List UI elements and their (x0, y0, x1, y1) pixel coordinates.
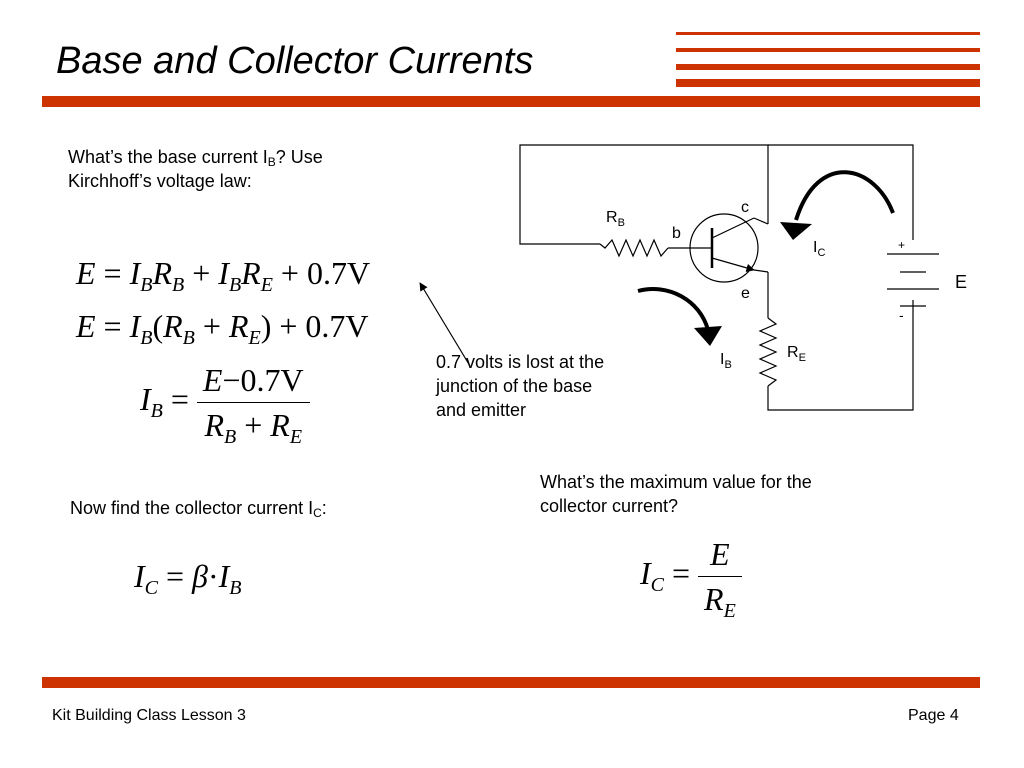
base-terminal-label: b (672, 225, 681, 242)
collector-current-question: Now find the collector current IC: (70, 498, 327, 520)
slide-title: Base and Collector Currents (56, 40, 534, 82)
q1-line1-pre: What’s the base current I (68, 147, 268, 167)
header-rule (42, 96, 980, 107)
base-current-arrow (637, 287, 710, 331)
equation-factored: E = IB(RB + RE) + 0.7V (76, 308, 369, 349)
max-collector-question: What’s the maximum value for the collect… (540, 472, 812, 516)
ib-label: IB (720, 351, 732, 371)
equation-kvl: E = IBRB + IBRE + 0.7V (76, 255, 371, 296)
fraction: E−0.7V RB + RE (196, 362, 310, 447)
fraction: E RE (698, 536, 742, 621)
q1-line2: Kirchhoff’s voltage law: (68, 171, 252, 191)
footer-page-number: Page 4 (908, 707, 959, 724)
collector-current-arrow (794, 170, 895, 221)
footer-course: Kit Building Class Lesson 3 (52, 707, 246, 724)
header-stripe-3 (676, 64, 980, 70)
rb-label: RB (606, 209, 625, 229)
collector-current-arrowhead (780, 222, 812, 240)
footer-rule (42, 677, 980, 688)
header-stripe-1 (676, 32, 980, 35)
ic-label: IC (813, 239, 825, 259)
base-resistor (599, 238, 669, 258)
battery-plus: + (898, 238, 905, 252)
equation-collector-current: IC = β·IB (134, 558, 242, 599)
q1-line1-post: ? Use (275, 147, 323, 167)
battery (887, 253, 939, 307)
battery-minus: - (899, 307, 904, 323)
emitter-resistor (758, 317, 778, 387)
battery-label: E (955, 272, 967, 292)
junction-annotation: 0.7 volts is lost at the junction of the… (436, 352, 605, 420)
base-current-question: What’s the base current IB? Use Kirchhof… (68, 145, 468, 193)
transistor (689, 213, 769, 283)
equation-max-collector: IC = E RE (640, 536, 742, 621)
header-stripe-4 (676, 79, 980, 87)
q1-sub: B (267, 155, 276, 169)
re-label: RE (787, 344, 806, 364)
emitter-terminal-label: e (741, 285, 750, 302)
base-current-arrowhead (694, 326, 722, 346)
header-stripe-2 (676, 48, 980, 52)
collector-terminal-label: c (741, 199, 749, 216)
equation-base-current: IB = E−0.7V RB + RE (140, 362, 310, 447)
